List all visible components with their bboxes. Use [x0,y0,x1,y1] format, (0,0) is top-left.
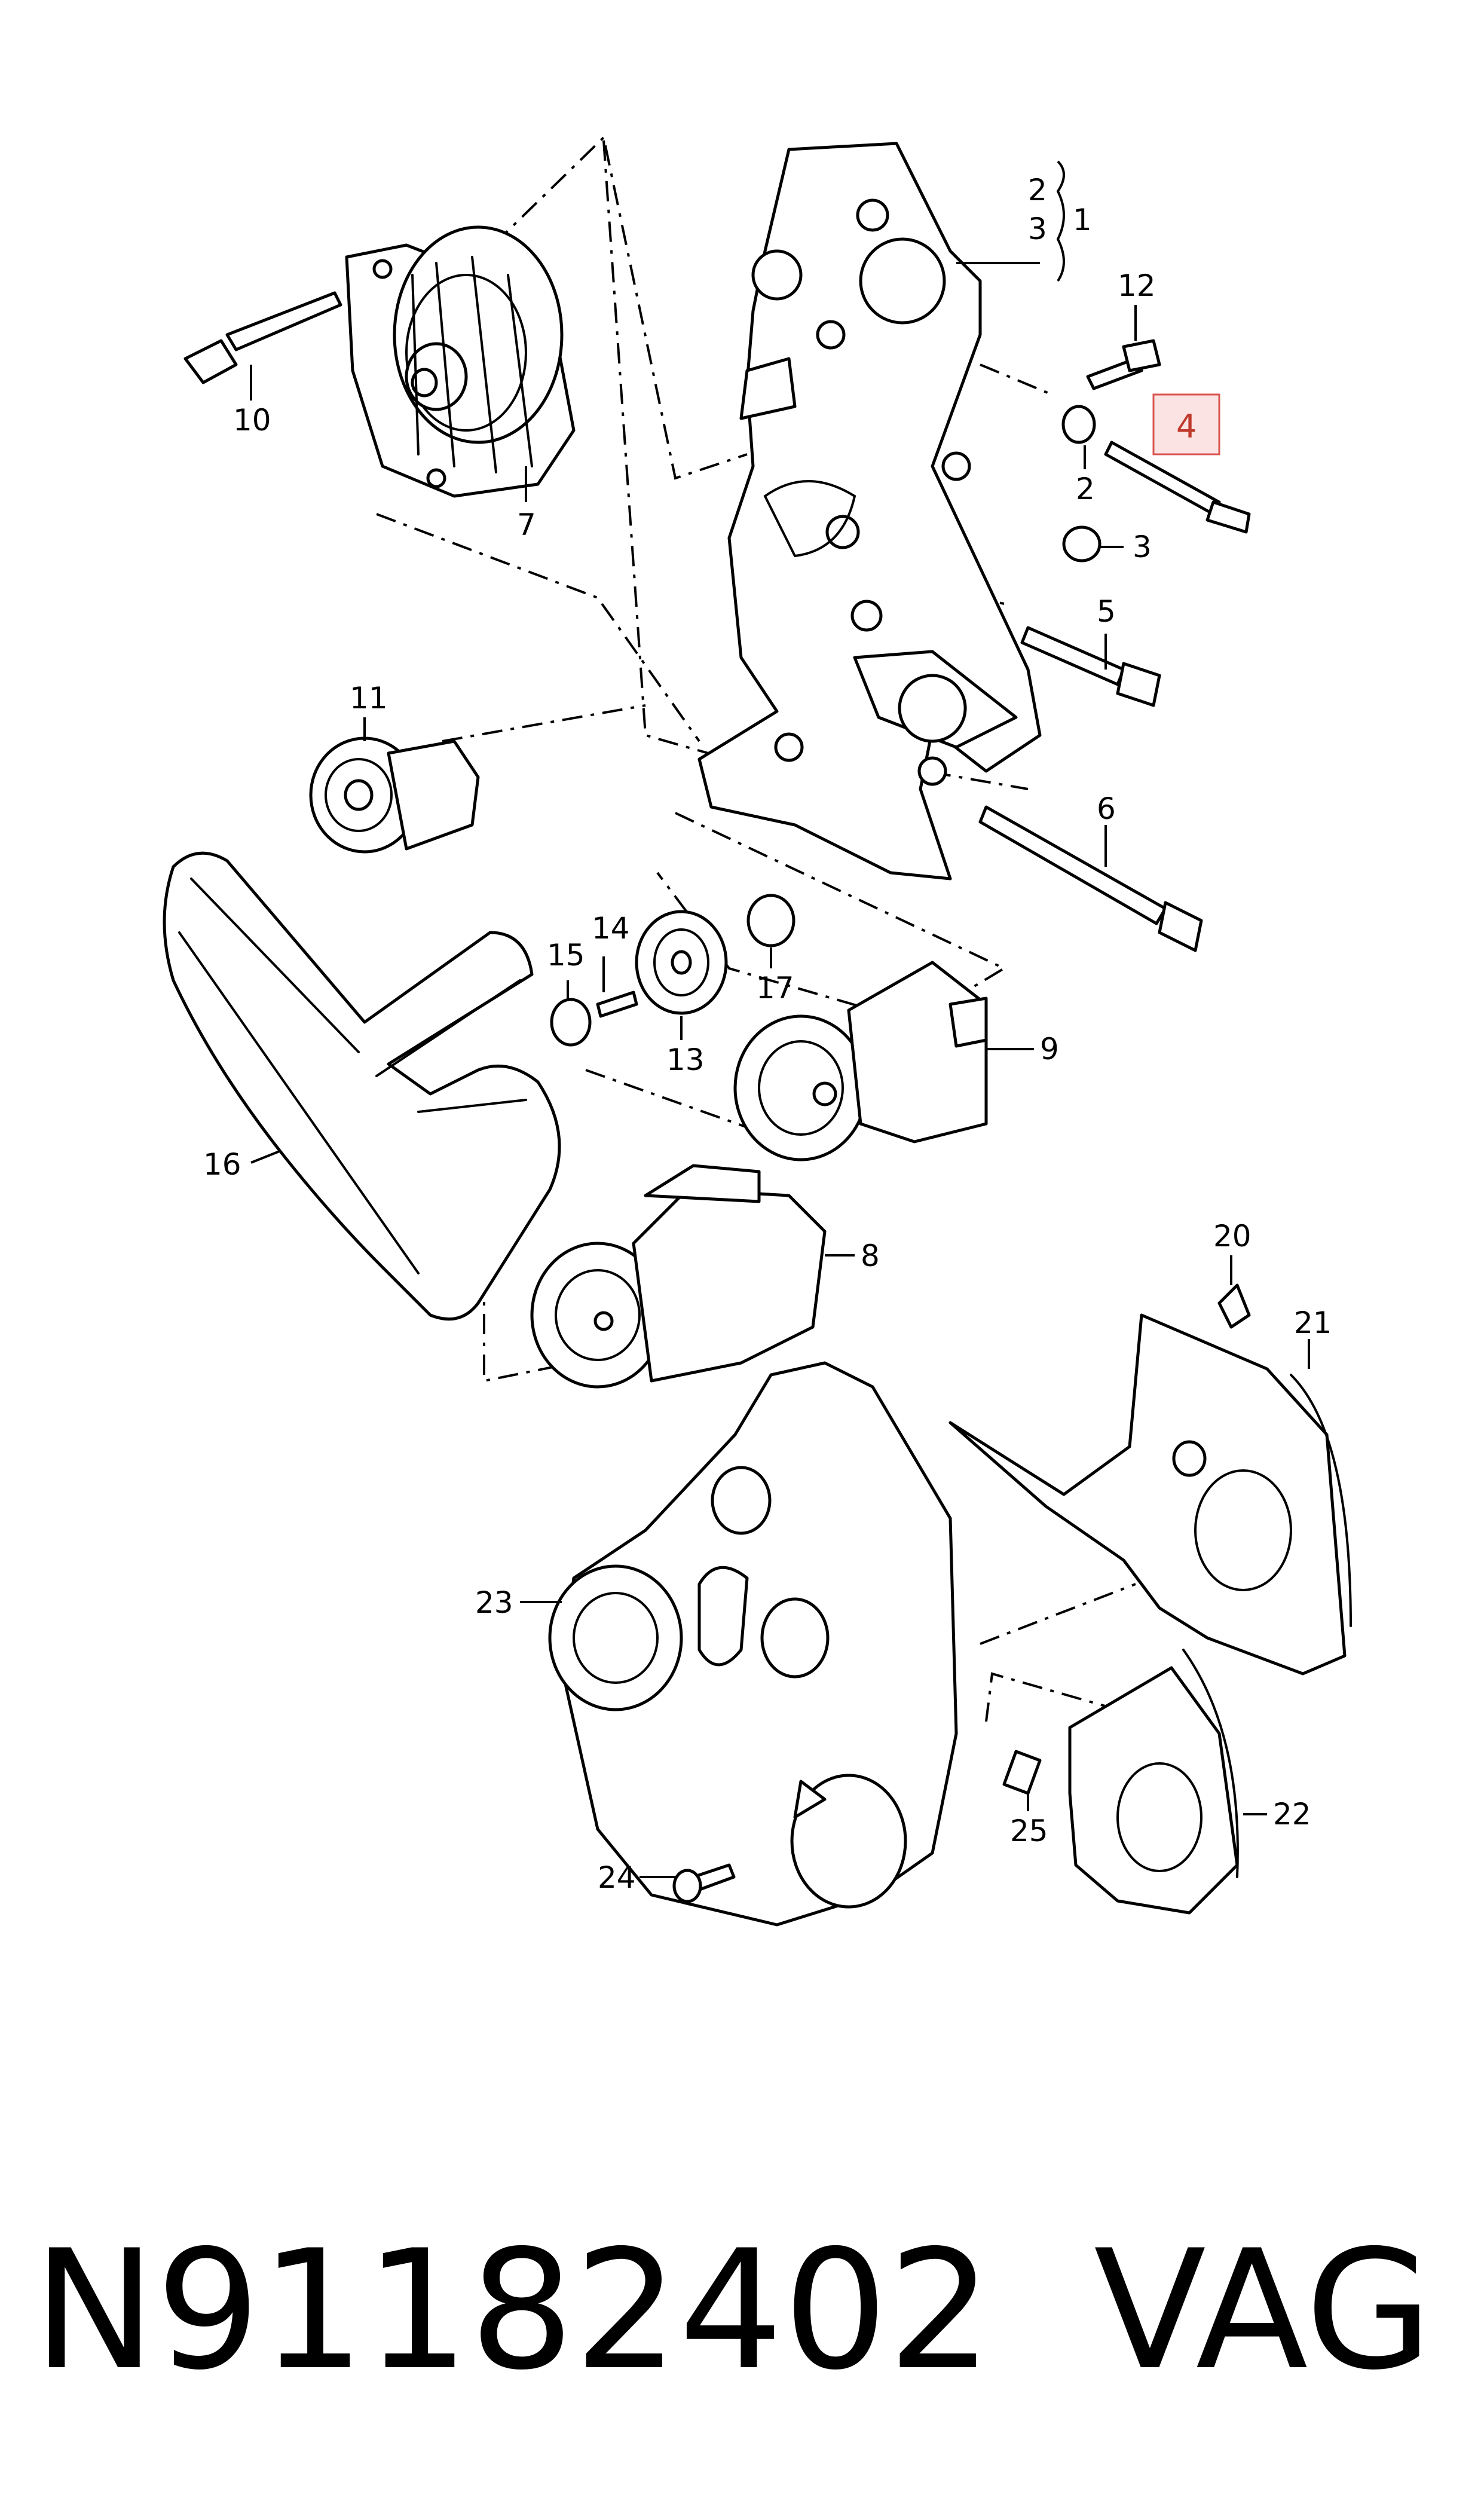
upper-timing-cover [948,1283,1352,1676]
callout-7: 7 [517,508,536,542]
callout-22: 22 [1273,1797,1311,1832]
callout-2a: 2 [1028,173,1047,207]
construction-lines [375,135,1160,1723]
screw-and-pin [672,1750,1042,1903]
timing-cover [548,1361,958,1927]
callout-25: 25 [1010,1814,1048,1848]
serpentine-belt [163,851,561,1321]
bolt-10 [183,291,342,384]
power-steering-pump [733,961,988,1161]
callout-11: 11 [350,681,388,716]
callout-9: 9 [1040,1032,1059,1066]
alternator [345,225,576,498]
callout-2b: 2 [1076,472,1095,506]
callout-10: 10 [233,403,271,438]
callout-13: 13 [666,1043,705,1077]
callout-20: 20 [1213,1219,1252,1254]
small-fasteners [1061,339,1251,562]
part-number-caption: N91182402 [33,2215,992,2406]
ac-compressor [530,1164,827,1389]
tensioner [309,736,480,854]
callout-24: 24 [598,1860,636,1895]
callout-14: 14 [592,911,630,946]
callout-16: 16 [203,1147,241,1182]
highlight-box [1152,393,1220,455]
callout-5: 5 [1097,594,1116,629]
callout-3a: 3 [1028,212,1047,246]
callout-8: 8 [861,1239,880,1273]
callout-4: 4 [1176,408,1197,445]
callout-15: 15 [547,938,585,973]
callout-1: 1 [1073,203,1092,237]
callout-17: 17 [756,971,794,1005]
leader-lines [250,160,1310,1878]
bracket-assembly [697,142,1042,881]
idler-pulley [550,894,795,1047]
callout-23: 23 [475,1585,513,1620]
long-bolts [978,626,1203,952]
callout-labels: 1 2 3 12 4 2 3 5 6 10 7 11 14 15 13 17 9… [203,173,1332,1895]
callout-12: 12 [1118,268,1156,303]
lower-timing-cover [1068,1649,1239,1915]
callout-6: 6 [1097,791,1116,826]
callout-3b: 3 [1133,530,1152,564]
callout-21: 21 [1294,1306,1332,1340]
brand-caption: VAG [1094,2215,1433,2406]
